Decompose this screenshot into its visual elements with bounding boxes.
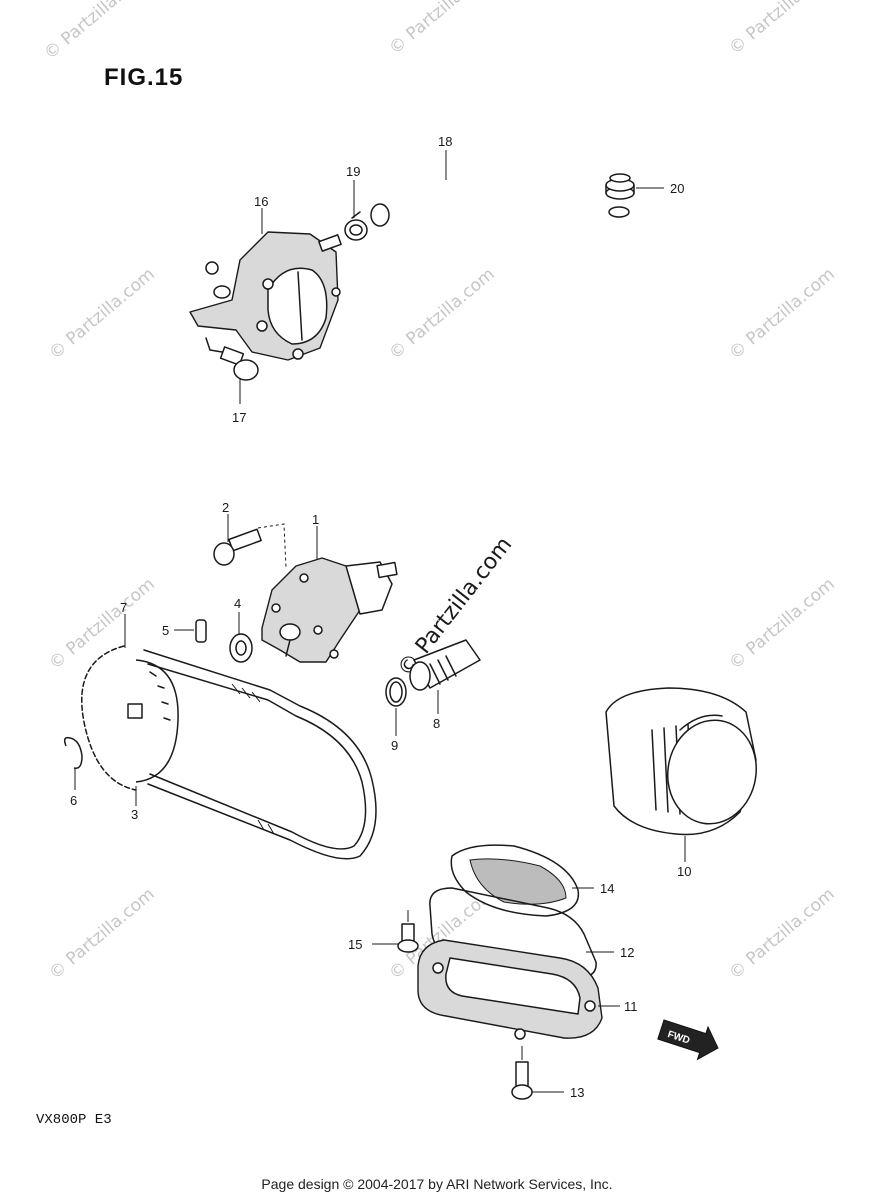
callout-16: 16 — [254, 194, 268, 209]
watermark: © Partzilla.com — [725, 574, 838, 674]
watermark: © Partzilla.com — [45, 574, 158, 674]
part-6-circlip — [63, 736, 83, 769]
callout-15: 15 — [348, 937, 362, 952]
callout-13: 13 — [570, 1085, 584, 1100]
figure-title: FIG.15 — [104, 64, 184, 91]
callout-12: 12 — [620, 945, 634, 960]
watermark: © Partzilla.com — [45, 884, 158, 984]
watermark: © Partzilla.com — [385, 264, 498, 364]
callout-20: 20 — [670, 181, 684, 196]
watermark: © Partzilla.com — [385, 0, 498, 59]
part-1-housing — [261, 557, 398, 663]
callout-2: 2 — [222, 500, 229, 515]
callouts: 18 19 20 16 17 2 1 4 5 7 6 3 8 — [70, 134, 691, 1100]
part-8-fitting — [409, 639, 481, 691]
callout-7: 7 — [120, 600, 127, 615]
part-2-bolt — [213, 523, 287, 569]
part-15-bolt — [397, 910, 419, 953]
callout-18: 18 — [438, 134, 452, 149]
callout-1: 1 — [312, 512, 319, 527]
callout-10: 10 — [677, 864, 691, 879]
callout-8: 8 — [433, 716, 440, 731]
watermark: © Partzilla.com — [725, 0, 838, 59]
part-18-hose — [370, 165, 630, 285]
part-16-pump — [189, 231, 342, 361]
callout-19: 19 — [346, 164, 360, 179]
model-code: VX800P E3 — [36, 1112, 112, 1128]
callout-17: 17 — [232, 410, 246, 425]
part-19-clip — [344, 211, 368, 241]
callout-11: 11 — [624, 999, 638, 1014]
part-17-bolt — [205, 337, 259, 381]
part-14-strainer — [450, 844, 580, 917]
callout-9: 9 — [391, 738, 398, 753]
watermark: © Partzilla.com — [725, 264, 838, 364]
part-20-clamp — [605, 173, 635, 200]
part-3-chain — [81, 645, 377, 860]
part-7-sprocket — [127, 659, 179, 783]
part-5-pin — [195, 619, 207, 643]
part-9-oring — [385, 677, 407, 707]
watermark: © Partzilla.com — [40, 0, 153, 64]
part-4-washer — [229, 633, 253, 663]
part-13-bolt — [511, 1046, 533, 1100]
callout-14: 14 — [600, 881, 614, 896]
watermark: © Partzilla.com — [45, 264, 158, 364]
part-10-filter — [605, 687, 758, 836]
callout-4: 4 — [234, 596, 241, 611]
footer-copyright: Page design © 2004-2017 by ARI Network S… — [261, 1176, 613, 1192]
callout-6: 6 — [70, 793, 77, 808]
callout-3: 3 — [131, 807, 138, 822]
callout-5: 5 — [162, 623, 169, 638]
part-11-cover — [417, 939, 603, 1040]
fwd-arrow: FWD — [657, 1019, 719, 1061]
watermark: © Partzilla.com — [725, 884, 838, 984]
